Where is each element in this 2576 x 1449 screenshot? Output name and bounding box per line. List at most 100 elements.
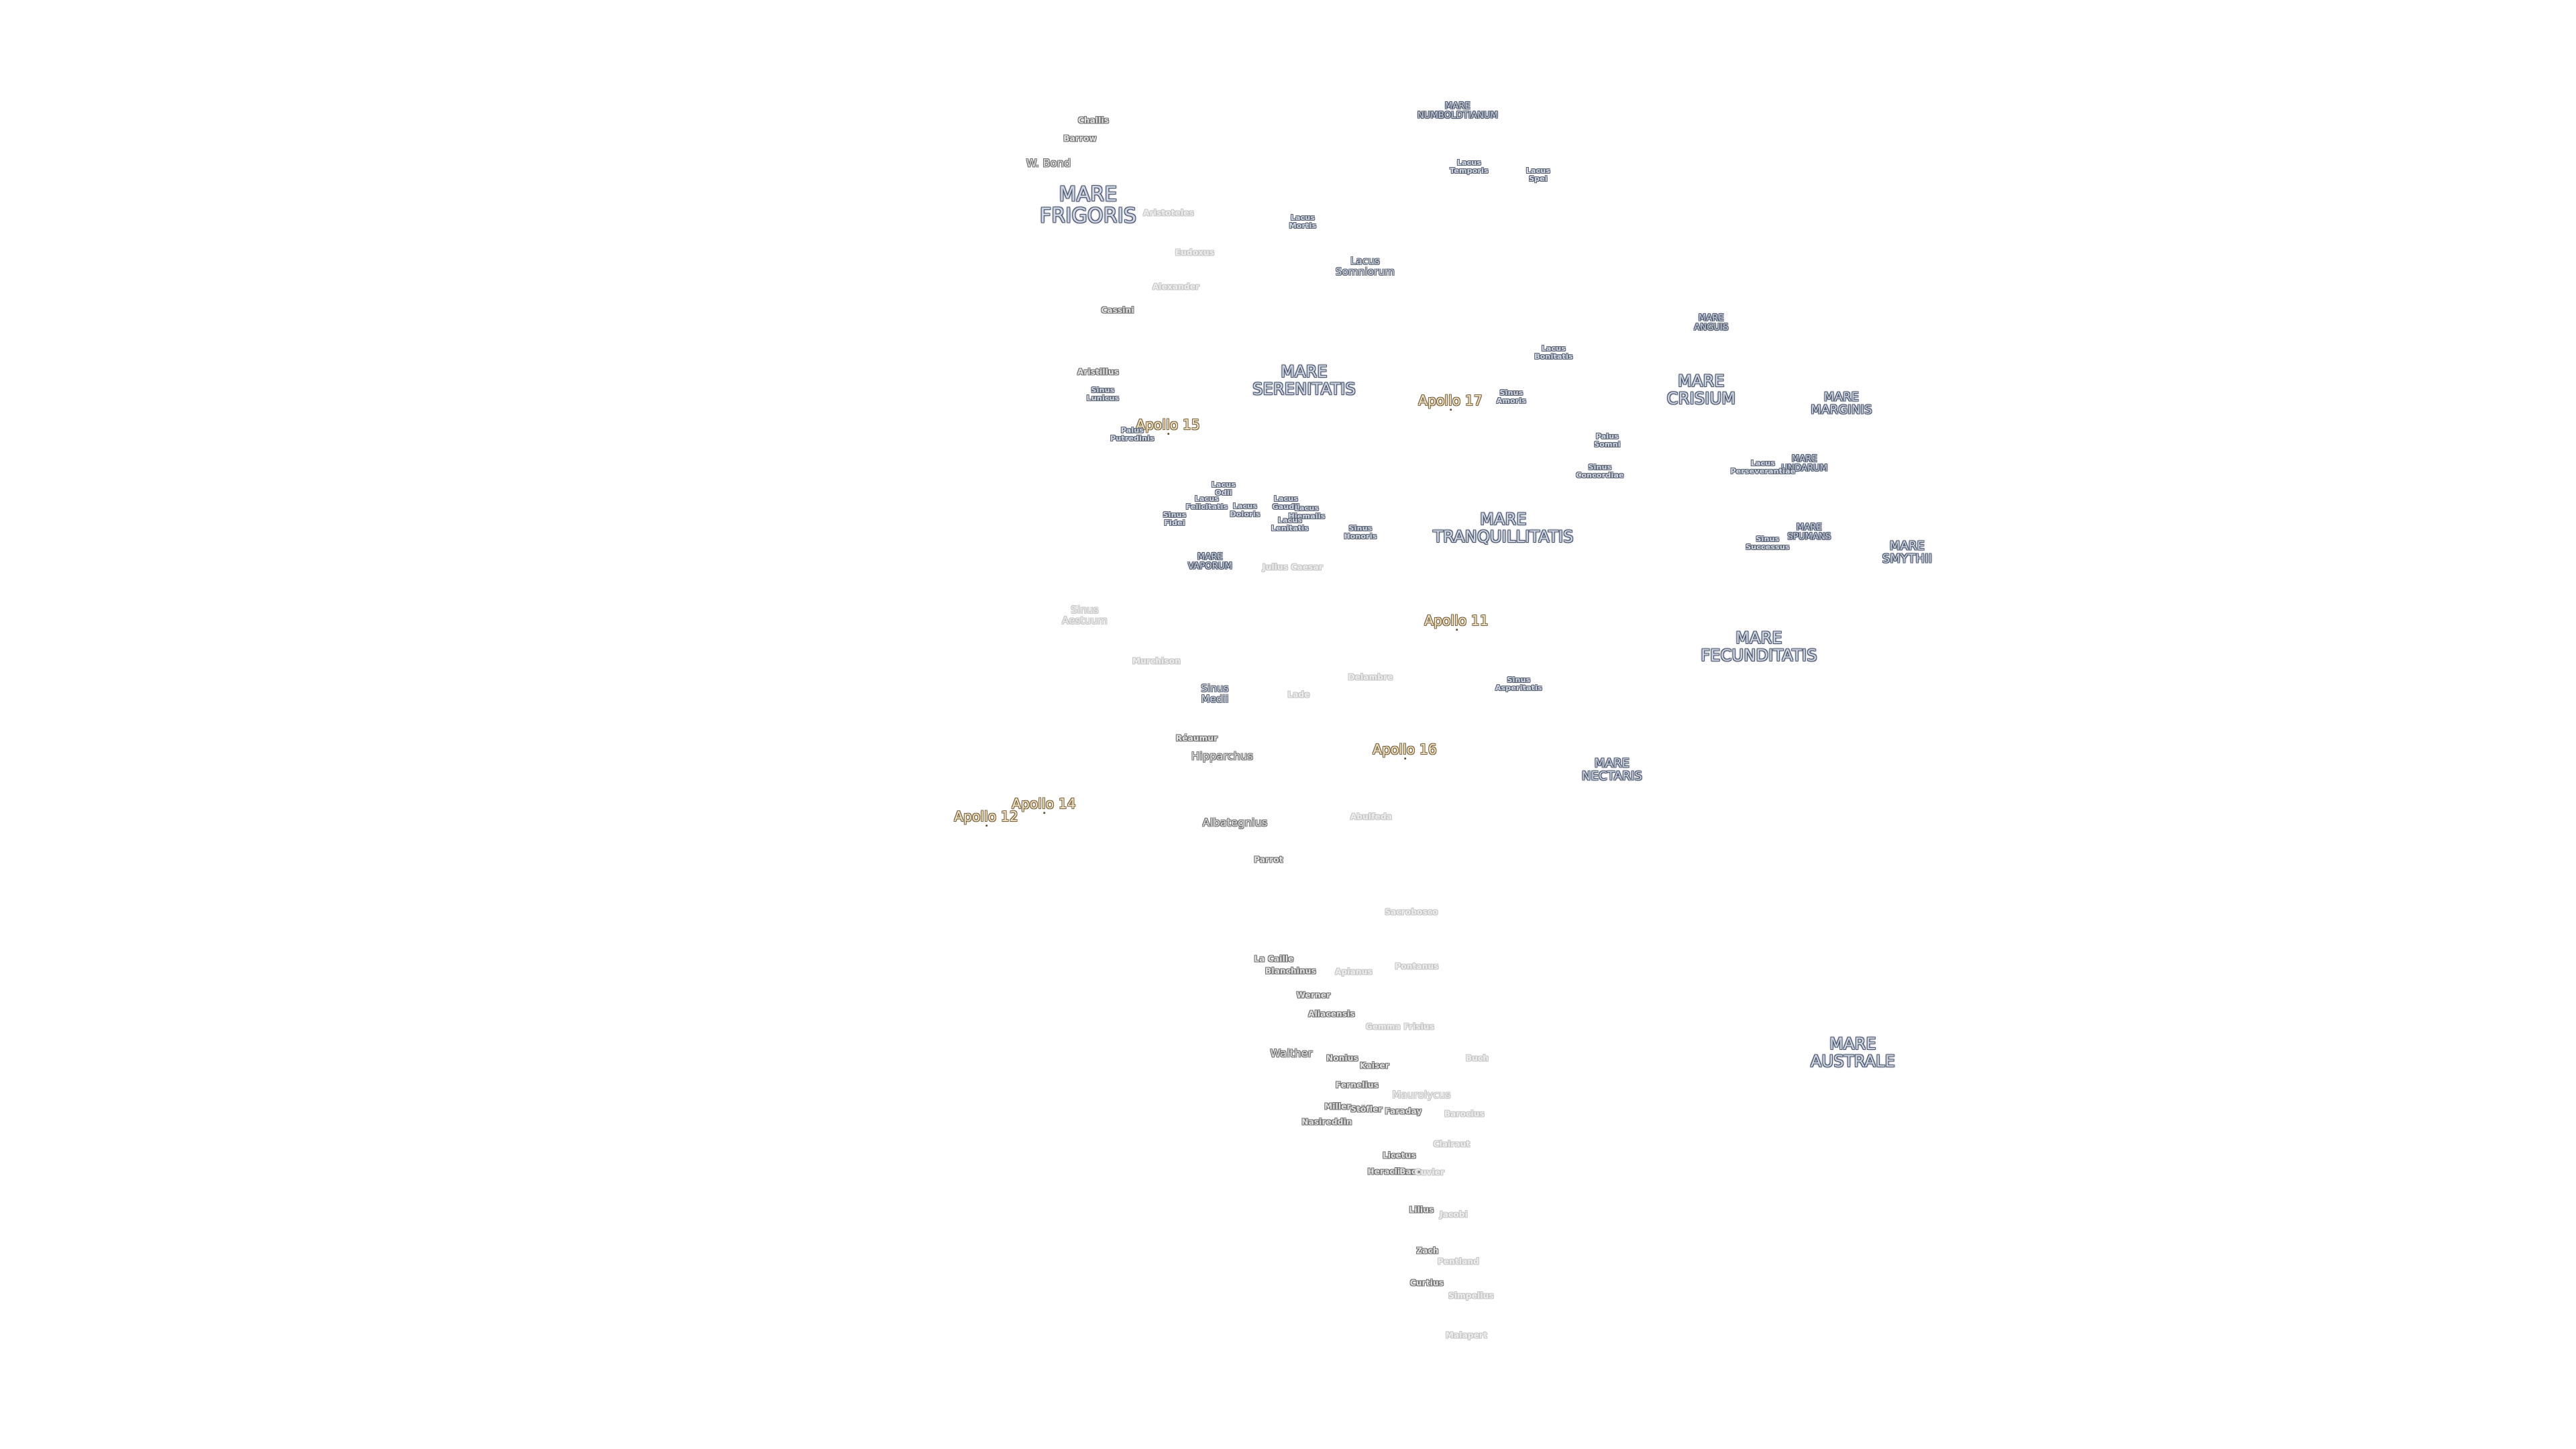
crater-barocius-label: Barocius <box>1444 1109 1485 1119</box>
crater-reaumur-label: Réaumur <box>1175 733 1218 743</box>
mare-serenitatis-label: MARE SERENITATIS <box>1252 362 1356 398</box>
apollo-11-text: Apollo 11 <box>1424 612 1489 629</box>
crater-challis-label: Challis <box>1077 115 1110 125</box>
crater-abulfeda-label: Abulfeda <box>1350 812 1393 822</box>
apollo-15-text: Apollo 15 <box>1136 417 1200 433</box>
crater-barrow-label: Barrow <box>1063 133 1097 144</box>
crater-sacrobosco-label: Sacrobosco <box>1385 907 1438 917</box>
mare-crisium-label: MARE CRISIUM <box>1666 372 1736 408</box>
crater-julius-caesar-label: Julius Caesar <box>1263 562 1323 572</box>
crater-nonius-label: Nonius <box>1326 1053 1358 1063</box>
lacus-odii-label: Lacus Odii <box>1211 480 1236 497</box>
lacus-temporis-label: Lacus Temporis <box>1450 158 1489 175</box>
crater-faraday-label: Faraday <box>1385 1106 1422 1116</box>
crater-nasireddin-label: Nasireddin <box>1301 1117 1352 1127</box>
crater-walther-label: Walther <box>1270 1046 1313 1060</box>
apollo-17-site-label: Apollo 17 <box>1418 392 1483 411</box>
mare-tranquillitatis-label: MARE TRANQUILLITATIS <box>1433 510 1574 546</box>
mare-australe-label: MARE AUSTRALE <box>1810 1034 1896 1071</box>
crater-murchison-label: Murchison <box>1132 656 1181 666</box>
crater-malapert-label: Malapert <box>1445 1330 1488 1340</box>
crater-delambre-label: Delambre <box>1348 672 1393 682</box>
crater-alexander-label: Alexander <box>1152 282 1200 292</box>
crater-buch-label: Buch <box>1465 1053 1489 1063</box>
apollo-11-site-marker <box>1455 628 1458 631</box>
crater-aristillus-label: Aristillus <box>1077 367 1120 377</box>
crater-maurolycus-label: Maurolycus <box>1392 1088 1451 1101</box>
sinus-aestuum-label: Sinus Aestuum <box>1062 603 1108 627</box>
crater-curtius-label: Curtius <box>1409 1278 1444 1288</box>
crater-aristoteles-label: Aristoteles <box>1143 208 1194 218</box>
palus-somni-label: Palus Somni <box>1594 432 1621 449</box>
apollo-16-text: Apollo 16 <box>1373 741 1437 758</box>
mare-nectaris-label: MARE NECTARIS <box>1581 756 1643 784</box>
lacus-somniorum-label: Lacus Somniorum <box>1335 254 1395 278</box>
apollo-16-site-label: Apollo 16 <box>1373 741 1437 759</box>
apollo-17-site-marker <box>1449 408 1452 411</box>
lacus-perseverantiae-label: Lacus Perseverantiae <box>1730 459 1796 476</box>
apollo-11-site-label: Apollo 11 <box>1424 612 1489 631</box>
crater-heraclitus-label: Heraclitus <box>1367 1167 1415 1177</box>
crater-clairaut-label: Clairaut <box>1433 1139 1470 1149</box>
crater-licetus-label: Licetus <box>1383 1150 1416 1161</box>
mare-fecunditatis-label: MARE FECUNDITATIS <box>1701 629 1817 665</box>
crater-parrot-label: Parrot <box>1254 855 1283 865</box>
crater-eudoxus-label: Eudoxus <box>1175 248 1215 258</box>
mare-anguis-label: MARE ANGUIS <box>1694 313 1729 333</box>
apollo-12-text: Apollo 12 <box>954 808 1018 825</box>
crater-cassini-label: Cassini <box>1101 305 1134 315</box>
crater-kaiser-label: Kaiser <box>1360 1061 1389 1071</box>
crater-stofler-label: Stöfler <box>1350 1104 1383 1114</box>
lacus-lenitatis-label: Lacus Lenitatis <box>1271 516 1309 533</box>
crater-lilius-label: Lilius <box>1409 1205 1434 1215</box>
apollo-12-site-label: Apollo 12 <box>954 808 1018 826</box>
lacus-bonitatis-label: Lacus Bonitatis <box>1534 344 1573 361</box>
crater-hipparchus-label: Hipparchus <box>1191 749 1254 763</box>
crater-lade-label: Lade <box>1287 690 1310 700</box>
crater-werner-label: Werner <box>1296 990 1331 1000</box>
sinus-amoris-label: Sinus Amoris <box>1496 388 1527 405</box>
crater-blanchinus-label: Blanchinus <box>1265 966 1316 976</box>
mare-marginis-label: MARE MARGINIS <box>1811 390 1872 417</box>
sinus-concordiae-label: Sinus Concordiae <box>1576 463 1624 480</box>
crater-aliacensis-label: Aliacensis <box>1308 1009 1355 1019</box>
crater-zach-label: Zach <box>1416 1246 1439 1256</box>
crater-apianus-label: Apianus <box>1335 967 1373 977</box>
crater-fernelius-label: Fernelius <box>1335 1080 1379 1090</box>
apollo-16-site-marker <box>1403 757 1406 759</box>
apollo-17-text: Apollo 17 <box>1418 392 1483 409</box>
apollo-12-site-marker <box>985 824 987 826</box>
mare-undarum-label: MARE UNDARUM <box>1781 453 1828 474</box>
lacus-felicitatis-label: Lacus Felicitatis <box>1185 494 1228 511</box>
crater-pontanus-label: Pontanus <box>1395 961 1439 971</box>
mare-smythii-label: MARE SMYTHII <box>1882 539 1933 566</box>
crater-albategnius-label: Albategnius <box>1202 816 1268 829</box>
lacus-spei-label: Lacus Spei <box>1525 166 1551 183</box>
lacus-hiemalis-label: Lacus Hiemalis <box>1288 504 1326 521</box>
crater-pentland-label: Pentland <box>1437 1256 1480 1267</box>
crater-cuvier-label: Cuvier <box>1414 1167 1445 1177</box>
lacus-gaudii-label: Lacus Gaudii <box>1272 494 1300 511</box>
lacus-mortis-label: Lacus Mortis <box>1289 213 1317 230</box>
crater-gemma-frisius-label: Gemma Frisius <box>1365 1022 1435 1032</box>
palus-putredinis-label: Palus Putredinis <box>1110 426 1155 443</box>
mare-vaporum-label: MARE VAPORUM <box>1187 551 1233 572</box>
apollo-14-site-label: Apollo 14 <box>1012 796 1076 814</box>
crater-jacobi-label: Jacobi <box>1440 1210 1468 1220</box>
sinus-medii-label: Sinus Medii <box>1201 682 1229 705</box>
sinus-lunicus-label: Sinus Lunicus <box>1086 386 1120 402</box>
crater-simpelius-label: Simpelius <box>1448 1291 1494 1301</box>
crater-miller-label: Miller <box>1324 1102 1351 1112</box>
sinus-successus-label: Sinus Successus <box>1746 535 1790 551</box>
sinus-fidei-label: Sinus Fidei <box>1163 511 1187 527</box>
crater-baco-label: Baco <box>1399 1167 1422 1177</box>
apollo-14-text: Apollo 14 <box>1012 796 1076 812</box>
apollo-14-site-marker <box>1042 811 1045 814</box>
lacus-doloris-label: Lacus Doloris <box>1230 502 1260 519</box>
mare-spumans-label: MARE SPUMANS <box>1787 522 1831 542</box>
apollo-15-site-marker <box>1167 432 1169 435</box>
apollo-15-site-label: Apollo 15 <box>1136 417 1200 435</box>
sinus-honoris-label: Sinus Honoris <box>1344 524 1377 541</box>
mare-frigoris-label: MARE FRIGORIS <box>1039 182 1137 228</box>
